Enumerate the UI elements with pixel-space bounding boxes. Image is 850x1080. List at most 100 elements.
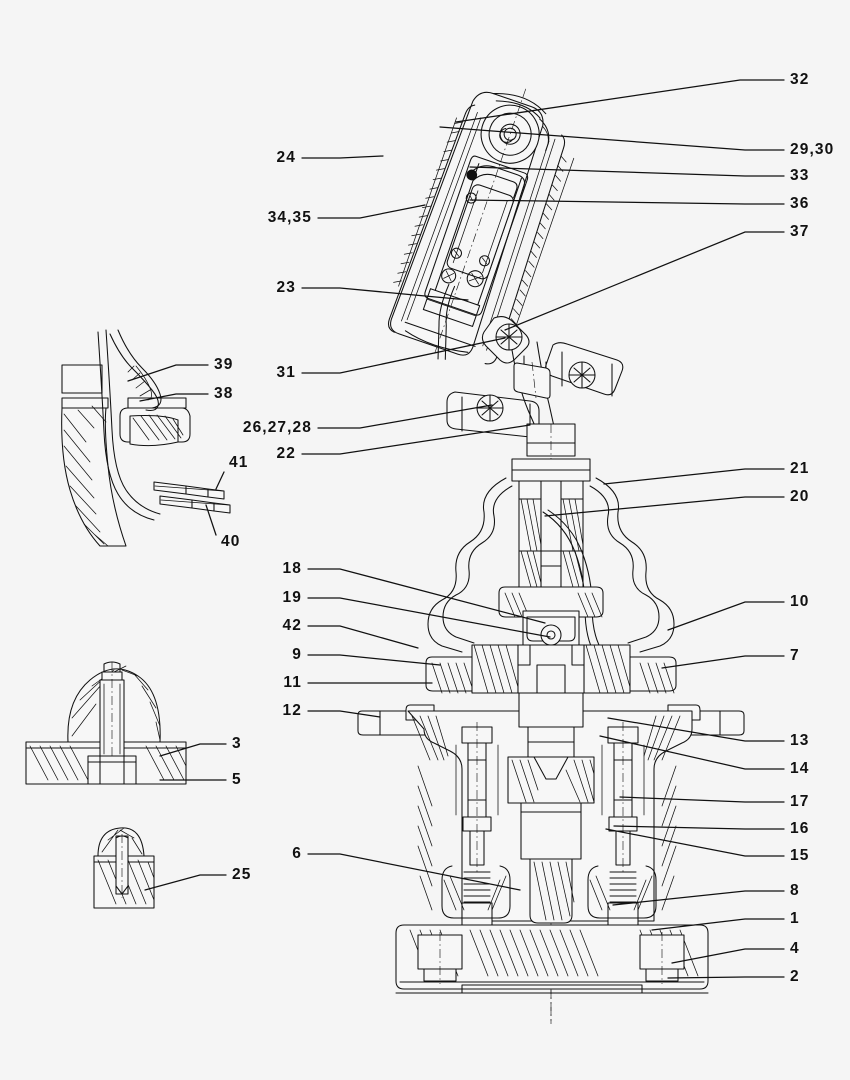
callout-7: 7 [661,647,800,669]
callout-1: 1 [651,910,800,931]
leader-line [307,625,419,649]
callout-11: 11 [283,674,433,691]
callout-14: 14 [599,735,809,777]
leader-line [317,404,493,429]
callout-9: 9 [292,646,441,666]
leader-line [215,471,225,490]
callout-label: 9 [292,646,302,663]
leader-line [469,166,785,177]
callout-label: 26,27,28 [243,419,312,436]
callout-39: 39 [127,356,233,382]
leader-line [671,948,785,964]
leader-line [455,79,785,123]
valve-cartridge-left [441,722,511,926]
leader-line [469,199,785,205]
lever-pivot-bracket [446,316,624,457]
leader-line [159,743,227,757]
callout-label: 41 [229,454,248,471]
callout-22: 22 [277,424,531,462]
callout-label: 34,35 [268,209,312,226]
view-detail-wire-grommet [61,329,231,547]
callout-34-35: 34,35 [268,204,426,226]
callout-4: 4 [671,940,800,964]
callout-33: 33 [469,166,809,184]
leader-line [504,231,785,331]
leader-line [619,796,785,803]
callout-42: 42 [283,617,419,649]
leader-line [307,853,521,891]
callout-20: 20 [544,488,809,517]
callout-label: 1 [790,910,800,927]
callout-label: 42 [283,617,302,634]
callout-5: 5 [159,771,242,788]
callout-29-30: 29,30 [439,126,834,158]
callout-label: 37 [790,223,809,240]
callout-label: 39 [214,356,233,373]
leader-line [205,504,217,536]
leader-line [307,654,441,666]
callout-40: 40 [205,504,240,550]
leader-line [307,710,381,718]
callout-label: 17 [790,793,809,810]
callout-26-27-28: 26,27,28 [243,404,493,436]
leader-line [613,825,785,830]
callout-label: 7 [790,647,800,664]
callout-label: 19 [283,589,302,606]
callout-label: 6 [292,845,302,862]
callout-label: 18 [283,560,302,577]
callout-25: 25 [144,866,251,891]
leader-line [301,155,384,159]
callout-41: 41 [215,454,248,490]
callout-21: 21 [603,460,809,485]
leader-line [599,735,785,770]
leader-line [544,496,785,517]
leader-line [661,655,785,669]
leader-line [301,287,469,301]
callout-label: 14 [790,760,809,777]
view-detail-bolt-long [25,661,187,785]
leader-line [667,601,785,631]
callout-24: 24 [277,149,384,166]
callout-label: 22 [277,445,296,462]
callout-32: 32 [455,71,809,123]
leader-line [439,126,785,151]
callout-label: 33 [790,167,809,184]
callout-label: 4 [790,940,800,957]
callout-13: 13 [607,717,808,749]
callout-10: 10 [667,593,808,631]
callout-label: 31 [277,364,296,381]
callout-label: 12 [283,702,302,719]
callout-label: 29,30 [790,141,834,158]
leader-line [301,424,531,455]
leader-line [301,337,506,374]
leader-line [651,918,785,931]
callout-label: 25 [232,866,251,883]
leader-line [605,828,785,857]
callout-12: 12 [283,702,381,719]
view-detail-bolt-short [93,827,155,909]
callout-37: 37 [504,223,809,331]
callout-label: 16 [790,820,809,837]
callout-label: 20 [790,488,809,505]
leader-line [307,568,546,624]
leader-line [612,890,785,906]
valve-cartridge-right [587,722,657,976]
leader-line [603,468,785,485]
leader-line [317,204,426,219]
callout-label: 40 [221,533,240,550]
leader-line [139,393,209,402]
callout-label: 32 [790,71,809,88]
callout-36: 36 [469,195,808,212]
view-valve-body [357,424,745,1024]
view-handle-assembly [387,88,624,457]
callout-31: 31 [277,337,506,381]
callout-label: 5 [232,771,242,788]
callout-label: 21 [790,460,809,477]
callout-label: 15 [790,847,809,864]
callout-15: 15 [605,828,809,864]
callout-label: 23 [277,279,296,296]
callout-label: 11 [283,674,302,691]
